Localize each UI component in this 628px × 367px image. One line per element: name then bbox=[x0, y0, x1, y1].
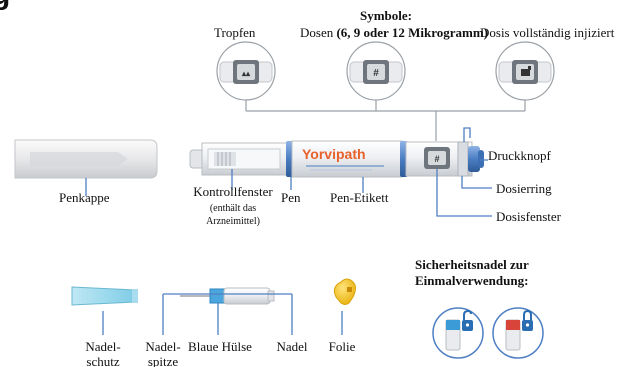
label-kontrollfenster-note-1: (enthält das bbox=[209, 203, 257, 214]
dose-complete-symbol-icon bbox=[521, 66, 531, 76]
lock-open-icon bbox=[462, 309, 473, 331]
label-pen: Pen bbox=[281, 190, 301, 205]
needle-shield bbox=[71, 286, 138, 306]
symbol-label-dose-complete: Dosis vollständig injiziert bbox=[480, 25, 615, 40]
dose-symbol-icon: # bbox=[373, 68, 379, 79]
label-nadelspitze-1: Nadel- bbox=[145, 339, 181, 354]
label-druckknopf: Druckknopf bbox=[488, 148, 551, 163]
symbol-label-doses: Dosen (6, 9 oder 12 Mikrogramm) bbox=[300, 26, 488, 40]
label-blaue-huelse: Blaue Hülse bbox=[188, 339, 252, 354]
safety-needle-unlocked bbox=[432, 307, 484, 359]
pen-cap bbox=[14, 139, 158, 179]
label-nadelschutz-2: schutz bbox=[86, 354, 120, 367]
symbols-bracket bbox=[245, 100, 526, 141]
safety-needle-title-2: Einmalverwendung: bbox=[415, 273, 529, 288]
svg-text:#: # bbox=[434, 154, 439, 164]
symbol-bubble-doses bbox=[346, 41, 406, 101]
label-kontrollfenster: Kontrollfenster bbox=[193, 184, 273, 199]
symbols-title: Symbole: bbox=[360, 8, 412, 23]
label-dosisfenster: Dosisfenster bbox=[496, 209, 561, 224]
label-kontrollfenster-note-2: Arzneimittel) bbox=[206, 216, 260, 227]
label-dosierring: Dosierring bbox=[496, 181, 552, 196]
label-nadelspitze-2: spitze bbox=[147, 354, 179, 367]
label-pen-etikett: Pen-Etikett bbox=[330, 190, 389, 205]
foil-icon bbox=[333, 278, 356, 305]
drop-symbol-icon: ▴▴ bbox=[241, 69, 251, 78]
safety-needle-locked bbox=[492, 307, 544, 359]
symbol-label-doses-range: (6, 9 oder 12 Mikrogramm) bbox=[336, 25, 488, 40]
pen-body: # bbox=[189, 140, 484, 178]
pen-label-fineprint bbox=[306, 165, 384, 171]
svg-text:▴▴: ▴▴ bbox=[241, 69, 251, 78]
label-penkappe: Penkappe bbox=[59, 190, 110, 205]
symbol-bubble-drops bbox=[216, 41, 276, 101]
label-nadelschutz-1: Nadel- bbox=[85, 339, 121, 354]
lock-closed-icon bbox=[522, 309, 533, 331]
label-nadel: Nadel bbox=[276, 339, 308, 354]
label-folie: Folie bbox=[328, 339, 356, 354]
needle-assembly bbox=[180, 287, 275, 305]
pen-leader-lines bbox=[85, 127, 492, 217]
symbol-label-drops: Tropfen bbox=[214, 25, 256, 40]
safety-needle-title-1: Sicherheitsnadel zur bbox=[415, 257, 529, 272]
needle-bracket bbox=[162, 293, 293, 335]
heading-fragment: g bbox=[0, 0, 10, 12]
symbol-label-doses-prefix: Dosen bbox=[300, 25, 337, 40]
pen-label-brand: Yorvipath bbox=[302, 146, 366, 162]
svg-text:#: # bbox=[373, 68, 379, 79]
